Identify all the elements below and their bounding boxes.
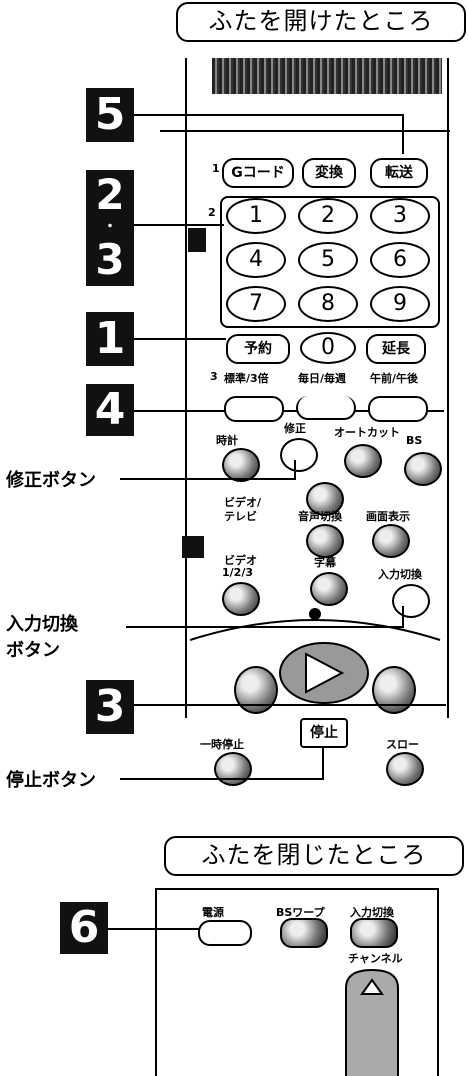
step-1-leader bbox=[134, 338, 226, 340]
input-callout-leader bbox=[126, 626, 404, 628]
step-2-3-leader bbox=[134, 224, 224, 226]
input-callout-leader-up bbox=[402, 606, 404, 628]
step-3b-leader bbox=[134, 704, 446, 706]
fast-forward-button[interactable] bbox=[372, 666, 416, 714]
step-3b-marker: 3 bbox=[86, 680, 134, 734]
extend-button[interactable]: 延長 bbox=[366, 334, 426, 364]
number-1-button[interactable]: 1 bbox=[226, 198, 286, 234]
step-5-leader-ext bbox=[160, 130, 450, 132]
video-123-label-1: ビデオ bbox=[224, 554, 257, 567]
number-3-button[interactable]: 3 bbox=[370, 198, 430, 234]
step-4-leader bbox=[134, 410, 444, 412]
stop-callout-leader-up bbox=[322, 746, 324, 780]
number-2-button[interactable]: 2 bbox=[298, 198, 358, 234]
number-5-button[interactable]: 5 bbox=[298, 242, 358, 278]
standard-label: 標準/3倍 bbox=[224, 372, 269, 385]
clock-button[interactable] bbox=[222, 448, 260, 482]
fix-callout-leader bbox=[120, 478, 296, 480]
am-pm-button[interactable] bbox=[368, 396, 428, 422]
play-button[interactable] bbox=[276, 640, 372, 706]
input-switch-2-label: 入力切換 bbox=[350, 906, 394, 919]
fix-label: 修正 bbox=[284, 422, 306, 435]
slow-button[interactable] bbox=[386, 752, 424, 786]
reserve-button[interactable]: 予約 bbox=[226, 334, 290, 364]
subtitle-label: 字幕 bbox=[314, 556, 336, 569]
slow-label: スロー bbox=[386, 738, 419, 751]
number-8-button[interactable]: 8 bbox=[298, 286, 358, 322]
step-4-marker: 4 bbox=[86, 384, 134, 436]
am-pm-label: 午前/午後 bbox=[370, 372, 419, 385]
side-tab-2 bbox=[182, 536, 204, 558]
step-6-leader bbox=[108, 928, 200, 930]
side-tab bbox=[188, 228, 206, 252]
rewind-button[interactable] bbox=[234, 666, 278, 714]
convert-button[interactable]: 変換 bbox=[302, 158, 356, 188]
step-1-marker: 1 bbox=[86, 312, 134, 366]
number-6-button[interactable]: 6 bbox=[370, 242, 430, 278]
audio-switch-button[interactable] bbox=[306, 524, 344, 558]
transfer-button[interactable]: 転送 bbox=[370, 158, 428, 188]
input-switch-callout-2: ボタン bbox=[6, 640, 60, 661]
channel-label: チャンネル bbox=[348, 952, 403, 965]
number-pad-frame bbox=[220, 196, 440, 328]
video-tv-label-1: ビデオ/ bbox=[224, 496, 262, 509]
number-7-button[interactable]: 7 bbox=[226, 286, 286, 322]
gcode-button[interactable]: Gコード bbox=[222, 158, 294, 188]
step-6-marker: 6 bbox=[60, 902, 108, 954]
step-5-leader-down bbox=[402, 114, 404, 154]
bs-warp-label: BSワープ bbox=[276, 906, 325, 919]
stop-callout-leader bbox=[120, 778, 324, 780]
number-0-button[interactable]: 0 bbox=[300, 332, 356, 364]
daily-weekly-button[interactable] bbox=[296, 396, 356, 420]
input-switch-label: 入力切換 bbox=[378, 568, 422, 581]
number-9-button[interactable]: 9 bbox=[370, 286, 430, 322]
power-label: 電源 bbox=[202, 906, 224, 919]
fix-button-callout: 修正ボタン bbox=[6, 470, 96, 491]
autocut-button[interactable] bbox=[344, 444, 382, 478]
screen-display-button[interactable] bbox=[372, 524, 410, 558]
video-tv-button[interactable] bbox=[306, 482, 344, 516]
pause-label: 一時停止 bbox=[200, 738, 244, 751]
input-switch-button[interactable] bbox=[392, 584, 430, 618]
input-switch-callout-1: 入力切換 bbox=[6, 614, 78, 635]
step-dot: ・ bbox=[86, 220, 134, 234]
video-tv-label-2: テレビ bbox=[224, 510, 257, 523]
standard-button[interactable] bbox=[224, 396, 284, 422]
step-5-leader bbox=[134, 114, 404, 116]
open-lid-title: ふたを開けたところ bbox=[176, 2, 466, 42]
pause-button[interactable] bbox=[214, 752, 252, 786]
step-2-marker: 2 bbox=[86, 170, 134, 220]
display-strip bbox=[212, 58, 442, 94]
subtitle-button[interactable] bbox=[310, 572, 348, 606]
bs-warp-button[interactable] bbox=[280, 918, 328, 948]
daily-weekly-label: 毎日/毎週 bbox=[298, 372, 347, 385]
video-123-button[interactable] bbox=[222, 582, 260, 616]
lower-section-curve bbox=[189, 608, 441, 641]
bs-button[interactable] bbox=[404, 452, 442, 486]
step-3-marker: 3 bbox=[86, 234, 134, 286]
channel-up-button[interactable] bbox=[342, 966, 402, 1076]
closed-lid-title: ふたを閉じたところ bbox=[164, 836, 464, 876]
number-4-button[interactable]: 4 bbox=[226, 242, 286, 278]
autocut-label: オートカット bbox=[334, 426, 400, 439]
video-123-label-2: 1/2/3 bbox=[222, 566, 253, 579]
fix-button[interactable] bbox=[280, 438, 318, 472]
screen-display-label: 画面表示 bbox=[366, 510, 410, 523]
marker-3-label: 3 bbox=[210, 370, 218, 383]
audio-switch-label: 音声切換 bbox=[298, 510, 342, 523]
stop-button-callout: 停止ボタン bbox=[6, 770, 96, 791]
power-button[interactable] bbox=[198, 920, 252, 946]
input-switch-2-button[interactable] bbox=[350, 918, 398, 948]
marker-1-label: 1 bbox=[212, 162, 220, 175]
fix-callout-leader-up bbox=[294, 460, 296, 480]
bs-label: BS bbox=[406, 434, 423, 447]
marker-2-label: 2 bbox=[208, 206, 216, 219]
stop-button[interactable]: 停止 bbox=[300, 718, 348, 748]
step-5-marker: 5 bbox=[86, 88, 134, 142]
clock-label: 時計 bbox=[216, 434, 238, 447]
